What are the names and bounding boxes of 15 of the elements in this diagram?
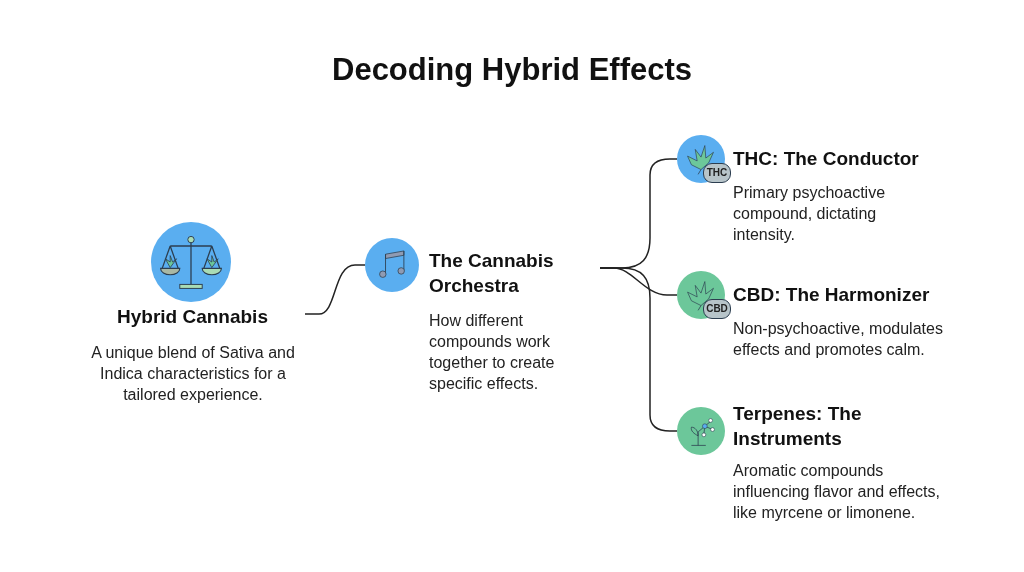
node-description: Aromatic compounds influencing flavor and effects, like myrcene or limonene.	[733, 461, 941, 523]
badge: THC	[703, 163, 731, 183]
node-description: How different compounds work together to create specific effects.	[429, 311, 556, 394]
node-description: Non-psychoactive, modulates effects and promotes calm.	[733, 319, 944, 360]
node-heading: Terpenes: The Instruments	[733, 402, 863, 451]
node-description: A unique blend of Sativa and Indica characteristics for a tailored experience.	[90, 343, 296, 405]
badge: CBD	[703, 299, 731, 319]
node-heading: Hybrid Cannabis	[116, 305, 269, 329]
node-description: Primary psychoactive compound, dictating intensity.	[733, 183, 887, 245]
connector-line	[599, 267, 678, 432]
title: Decoding Hybrid Effects	[331, 52, 693, 88]
connector-line	[304, 264, 366, 315]
node-heading: The Cannabis Orchestra	[429, 249, 555, 298]
node-heading: THC: The Conductor	[733, 147, 920, 171]
node-heading: CBD: The Harmonizer	[733, 283, 931, 307]
